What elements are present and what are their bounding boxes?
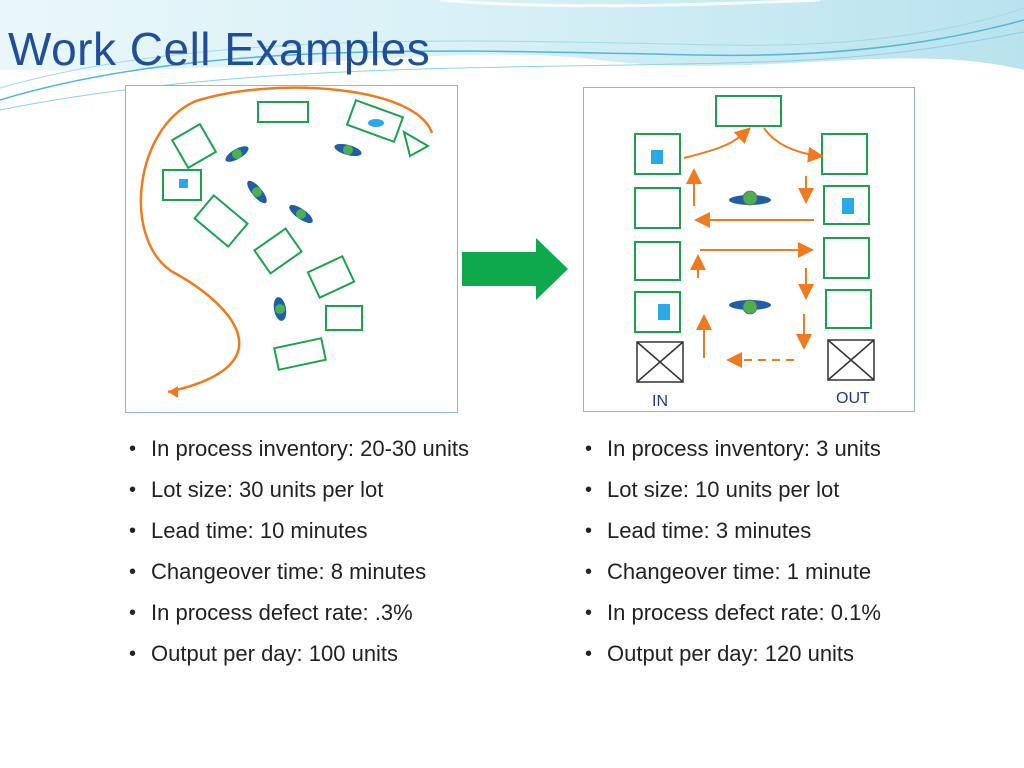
in-label: IN: [652, 393, 668, 410]
machine: [634, 291, 681, 333]
worker-icon: [273, 297, 287, 321]
worker-icon: [289, 204, 313, 224]
wip-marker-icon: [842, 198, 854, 214]
list-item: Output per day: 120 units: [582, 639, 962, 669]
list-item: In process inventory: 3 units: [582, 434, 962, 464]
machine: [306, 254, 356, 300]
wip-marker-icon: [368, 119, 384, 127]
machine: [170, 122, 218, 170]
transform-arrow-icon: [462, 238, 568, 300]
worker-icon: [225, 146, 249, 162]
list-item: In process defect rate: 0.1%: [582, 598, 962, 628]
worker-icon: [247, 180, 267, 204]
list-item: In process defect rate: .3%: [126, 598, 476, 628]
material-flow-path: [139, 86, 434, 394]
before-metrics-list: In process inventory: 20-30 units Lot si…: [126, 434, 476, 680]
after-metrics-list: In process inventory: 3 units Lot size: …: [582, 434, 962, 680]
machine: [193, 193, 249, 249]
machine: [634, 187, 681, 229]
list-item: Lot size: 30 units per lot: [126, 475, 476, 505]
machine: [825, 289, 872, 329]
machine: [253, 227, 303, 275]
background-waves: [0, 0, 1024, 111]
machine: [715, 95, 782, 127]
triangle-machine: [402, 129, 431, 158]
list-item: Lot size: 10 units per lot: [582, 475, 962, 505]
out-station-icon: [827, 339, 875, 381]
list-item: Lead time: 10 minutes: [126, 516, 476, 546]
worker-icon: [334, 143, 362, 157]
flow-arrowhead-icon: [168, 386, 178, 398]
machine: [162, 169, 202, 201]
wip-marker-icon: [658, 304, 670, 320]
flow-arrow: [683, 127, 751, 159]
worker-icon: [729, 190, 771, 206]
in-station-icon: [636, 341, 684, 383]
flow-arrow: [763, 127, 824, 163]
machine: [273, 337, 327, 371]
before-layout-diagram: [125, 85, 458, 413]
list-item: Output per day: 100 units: [126, 639, 476, 669]
slide-title: Work Cell Examples: [8, 23, 431, 75]
list-item: In process inventory: 20-30 units: [126, 434, 476, 464]
machine: [634, 241, 681, 281]
machine: [325, 305, 363, 331]
machine: [257, 101, 309, 123]
wip-marker-icon: [651, 150, 663, 164]
machine: [823, 237, 870, 279]
machine: [821, 133, 868, 175]
wip-marker-icon: [179, 179, 188, 188]
worker-icon: [729, 299, 771, 315]
list-item: Changeover time: 1 minute: [582, 557, 962, 587]
after-layout-diagram: [583, 87, 915, 412]
list-item: Changeover time: 8 minutes: [126, 557, 476, 587]
out-label: OUT: [836, 390, 870, 407]
list-item: Lead time: 3 minutes: [582, 516, 962, 546]
